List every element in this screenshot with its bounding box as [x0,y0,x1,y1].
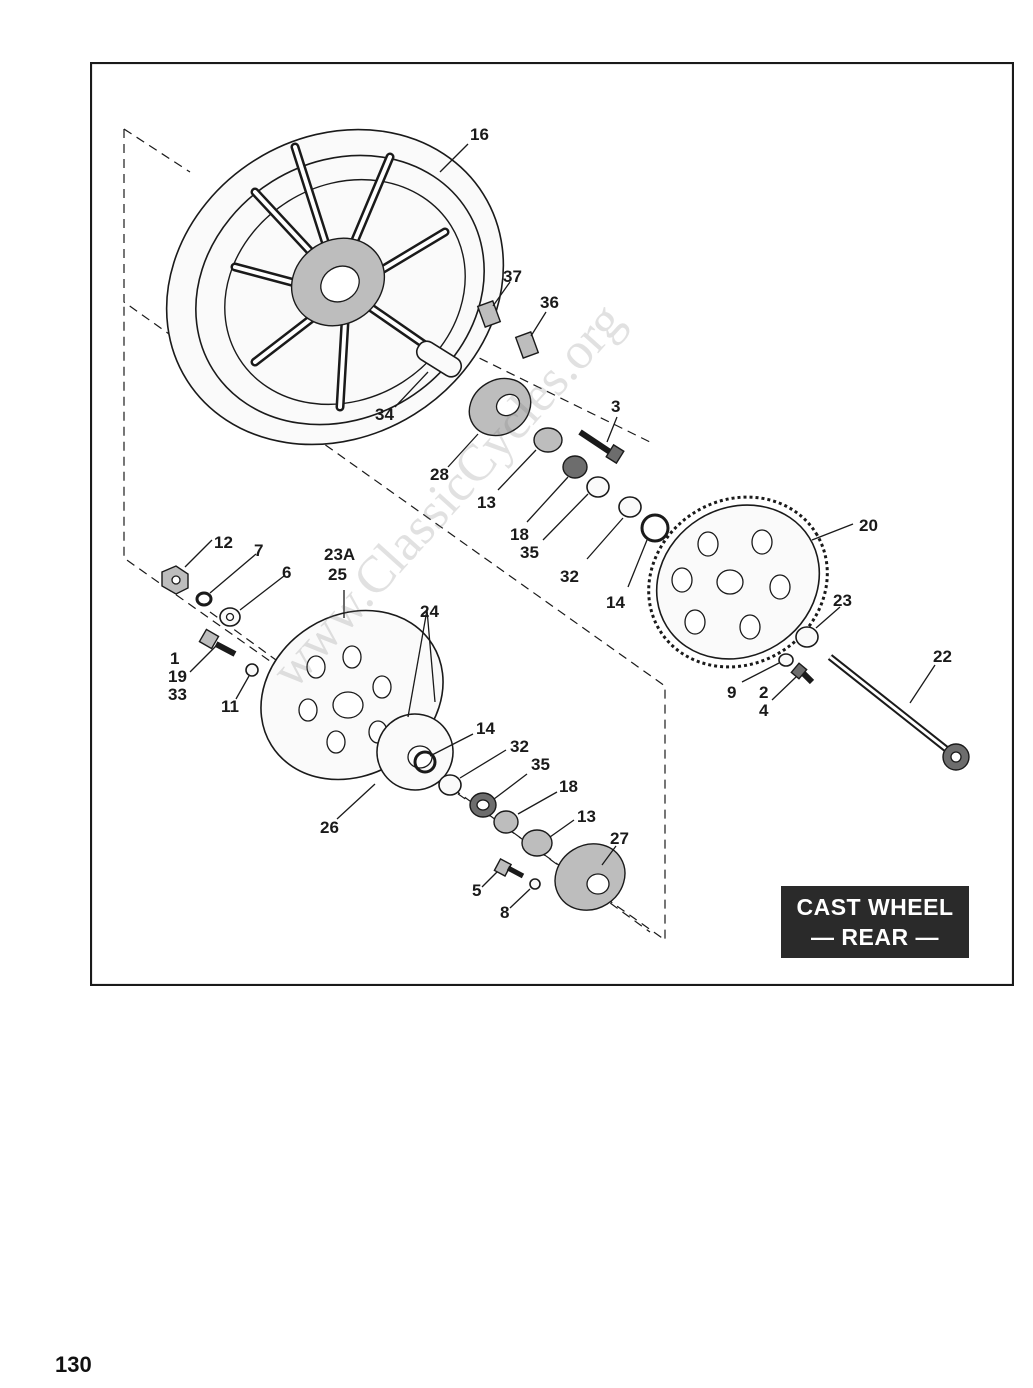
part-1-bolt [198,628,237,657]
part-23-spacer [795,626,819,648]
part-37-plate [476,300,502,328]
figure-title-badge: CAST WHEEL — REAR — [781,886,969,958]
label-4: 4 [759,701,769,720]
label-33: 33 [168,685,187,704]
label-16: 16 [470,125,489,144]
part-14-ring-upper [640,513,670,543]
label-25: 25 [328,565,347,584]
label-18-lower: 18 [559,777,578,796]
label-2: 2 [759,683,768,702]
label-24: 24 [420,602,439,621]
part-14-ring-lower [413,750,437,774]
part-7-lockwasher [195,591,213,607]
cast-wheel [165,128,505,446]
label-22: 22 [933,647,952,666]
label-23: 23 [833,591,852,610]
label-32-lower: 32 [510,737,529,756]
part-32-washer-upper [618,496,642,518]
label-6: 6 [282,563,291,582]
part-18-bearing-upper [562,455,588,479]
part-9-washer [778,653,794,667]
label-28: 28 [430,465,449,484]
part-28-hub [468,377,532,437]
part-32-washer-lower [438,774,462,796]
label-23A: 23A [324,545,355,564]
part-26-adapter [376,713,454,791]
part-34-spacer [415,340,463,378]
part-11-star-washer [245,663,259,677]
part-22-axle [827,654,970,771]
label-8: 8 [500,903,509,922]
label-3: 3 [611,397,620,416]
label-20: 20 [859,516,878,535]
label-18-upper: 18 [510,525,529,544]
label-26: 26 [320,818,339,837]
label-13-lower: 13 [577,807,596,826]
label-37: 37 [503,267,522,286]
figure-title-line1: CAST WHEEL [796,894,954,920]
figure-title-line2: — REAR — [811,924,939,950]
part-18-bearing-lower [493,810,519,834]
label-11: 11 [221,697,239,716]
label-36: 36 [540,293,559,312]
part-2-4-bolt [790,662,815,685]
label-14-lower: 14 [476,719,495,738]
label-9: 9 [727,683,736,702]
label-5: 5 [472,881,481,900]
part-5-bolt [493,857,525,879]
exploded-view-diagram: 16 37 36 34 3 28 13 18 35 32 14 20 23 22… [90,62,1014,986]
label-35-lower: 35 [531,755,550,774]
label-13-upper: 13 [477,493,496,512]
label-7: 7 [254,541,263,560]
label-27: 27 [610,829,629,848]
label-34: 34 [375,405,394,424]
page-number: 130 [55,1352,92,1377]
label-35-upper: 35 [520,543,539,562]
label-32-upper: 32 [560,567,579,586]
part-27-hub [554,843,626,911]
part-36-plate [514,331,540,359]
label-14-upper: 14 [606,593,625,612]
part-35-seal-upper [586,476,610,498]
part-8-washer [529,878,541,890]
part-13-bearing-cup-upper [533,427,563,453]
part-20-sprocket [647,495,829,669]
part-13-bearing-cup-lower [521,829,553,857]
label-19: 19 [168,667,187,686]
part-12-nut [161,565,189,595]
part-3-bolt [578,429,625,465]
label-1: 1 [170,649,179,668]
label-12: 12 [214,533,233,552]
diagram-frame: 16 37 36 34 3 28 13 18 35 32 14 20 23 22… [90,62,1014,986]
